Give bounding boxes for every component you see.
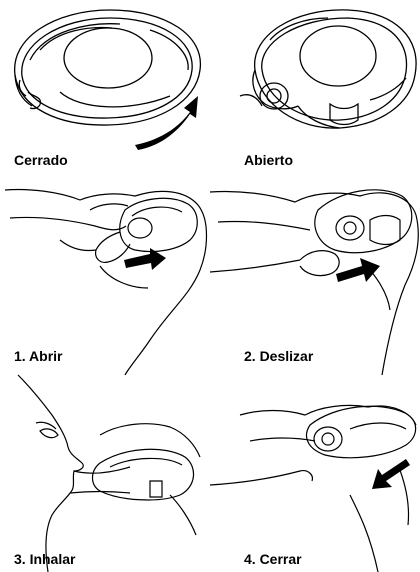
- step-2-illustration: [210, 170, 420, 375]
- panel-open: Abierto: [210, 0, 420, 150]
- slide-arrow-icon: [336, 258, 380, 282]
- caption-open: Abierto: [244, 152, 293, 168]
- step-4-illustration: [210, 375, 420, 572]
- panel-step-1: 1. Abrir: [0, 170, 210, 375]
- step-1-illustration: [0, 170, 210, 375]
- caption-step-2: 2. Deslizar: [244, 348, 313, 364]
- step-3-illustration: [0, 375, 210, 572]
- inhaler-open-illustration: [210, 0, 420, 150]
- inhaler-closed-illustration: [0, 0, 210, 150]
- caption-step-4: 4. Cerrar: [244, 551, 302, 567]
- panel-closed: Cerrado: [0, 0, 210, 150]
- panel-step-4: 4. Cerrar: [210, 375, 420, 572]
- caption-closed: Cerrado: [14, 152, 68, 168]
- panel-step-2: 2. Deslizar: [210, 170, 420, 375]
- caption-step-3: 3. Inhalar: [14, 551, 75, 567]
- panel-step-3: 3. Inhalar: [0, 375, 210, 572]
- caption-step-1: 1. Abrir: [14, 348, 63, 364]
